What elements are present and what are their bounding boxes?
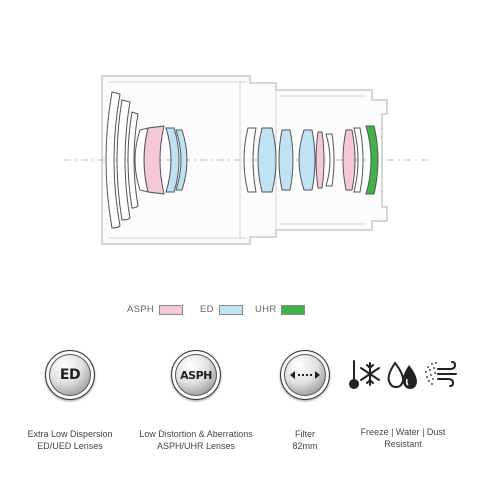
- feature-filter: Filter 82mm: [230, 350, 380, 452]
- legend-label: ED: [200, 304, 214, 315]
- middle-element-1: [243, 127, 257, 193]
- feature-caption: Filter 82mm: [230, 428, 380, 452]
- ed-element-2: [175, 129, 188, 191]
- front-lens-group: [105, 91, 139, 229]
- feature-asph: ASPH Low Distortion & Aberrations ASPH/U…: [121, 350, 271, 452]
- badge-text: ED: [59, 367, 81, 383]
- ed-element-1: [165, 127, 180, 193]
- legend-label: ASPH: [127, 304, 155, 315]
- dust-wind-icon: [425, 361, 457, 387]
- legend-item-ed: ED: [200, 304, 243, 315]
- caption-line-1: Filter: [295, 429, 315, 439]
- barrel-inner-lines: [108, 81, 366, 239]
- rear-element-1: [353, 127, 364, 193]
- caption-line-2: Resistant: [384, 439, 422, 449]
- uhr-element: [365, 125, 379, 195]
- filter-arrows-icon: [290, 371, 320, 379]
- caption-line-1: Freeze | Water | Dust: [360, 427, 446, 437]
- feature-caption: Freeze | Water | Dust Resistant: [328, 426, 478, 450]
- freeze-icon: [349, 360, 380, 389]
- front-doublet: [134, 127, 149, 193]
- lens-cross-section-diagram: [64, 75, 430, 245]
- caption-line-2: ED/UED Lenses: [37, 441, 103, 451]
- weather-icons: [348, 356, 458, 392]
- caption-line-2: 82mm: [292, 441, 318, 451]
- ed-element-3: [257, 127, 277, 193]
- asph-element-2: [315, 131, 325, 189]
- asph-badge-icon: ASPH: [171, 350, 221, 400]
- ed-element-5: [298, 129, 316, 191]
- feature-caption: Extra Low Dispersion ED/UED Lenses: [0, 428, 145, 452]
- caption-line-1: Low Distortion & Aberrations: [139, 429, 253, 439]
- legend-label: UHR: [255, 304, 277, 315]
- asph-swatch: [159, 304, 184, 315]
- ed-swatch: [218, 304, 243, 315]
- feature-ed: ED Extra Low Dispersion ED/UED Lenses: [0, 350, 145, 452]
- caption-line-2: ASPH/UHR Lenses: [156, 441, 236, 451]
- middle-element-2: [325, 133, 335, 187]
- feature-caption: Low Distortion & Aberrations ASPH/UHR Le…: [121, 428, 271, 452]
- uhr-swatch: [281, 304, 306, 315]
- legend-item-uhr: UHR: [255, 304, 306, 315]
- legend: ASPH ED UHR: [0, 304, 500, 320]
- legend-item-asph: ASPH: [127, 304, 184, 315]
- badge-text: ASPH: [180, 368, 212, 382]
- caption-line-1: Extra Low Dispersion: [27, 429, 113, 439]
- ed-element-4: [278, 129, 294, 191]
- water-drop-icon: [387, 361, 417, 389]
- ed-badge-icon: ED: [45, 350, 95, 400]
- filter-icon: [280, 350, 330, 400]
- feature-weather: Freeze | Water | Dust Resistant: [328, 356, 478, 450]
- asph-element-3: [342, 129, 356, 191]
